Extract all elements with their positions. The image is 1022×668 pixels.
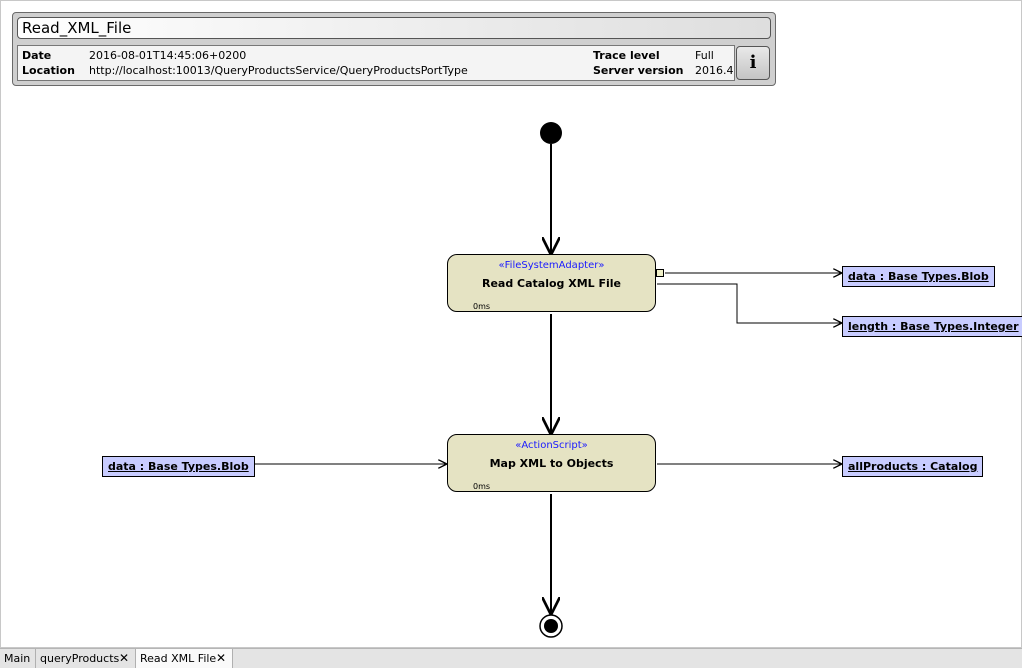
read-node-name: Read Catalog XML File	[481, 277, 622, 290]
editor-tab-bar: Main queryProducts ✕ Read XML File ✕	[0, 648, 1022, 668]
trace-info-box: Date 2016-08-01T14:45:06+0200 Location h…	[17, 45, 735, 81]
close-icon[interactable]: ✕	[118, 651, 129, 665]
tab-main[interactable]: Main	[0, 649, 36, 668]
location-label: Location	[22, 64, 75, 77]
object-node-read-data[interactable]: data : Base Types.Blob	[842, 266, 995, 287]
trace-level-label: Trace level	[593, 49, 660, 62]
object-node-read-length[interactable]: length : Base Types.Integer	[842, 316, 1022, 337]
diagram-edges	[239, 122, 1022, 638]
object-flow-read-length	[657, 283, 841, 323]
map-node-time: 0ms	[473, 482, 491, 491]
diagram-canvas[interactable]: Read_XML_File Date 2016-08-01T14:45:06+0…	[0, 0, 1022, 648]
location-value: http://localhost:10013/QueryProductsServ…	[89, 64, 468, 77]
read-node-time: 0ms	[473, 302, 491, 311]
tab-read-xml-file[interactable]: Read XML File ✕	[136, 649, 233, 668]
map-node-stereotype: «ActionScript»	[515, 440, 588, 451]
map-node-name: Map XML to Objects	[489, 457, 614, 470]
tab-query-products[interactable]: queryProducts ✕	[36, 649, 136, 668]
output-pin[interactable]	[656, 269, 664, 277]
initial-node[interactable]	[540, 122, 562, 144]
server-version-value: 2016.4	[695, 64, 734, 77]
diagram-title: Read_XML_File	[17, 17, 771, 39]
object-node-map-output[interactable]: allProducts : Catalog	[842, 456, 984, 477]
trace-header-panel: Read_XML_File Date 2016-08-01T14:45:06+0…	[12, 12, 776, 86]
info-button[interactable]: i	[736, 46, 770, 80]
trace-level-value: Full	[695, 49, 714, 62]
date-label: Date	[22, 49, 52, 62]
tab-main-label: Main	[4, 652, 31, 665]
final-node-core	[544, 619, 558, 633]
action-map-xml-to-objects[interactable]: «ActionScript» Map XML to Objects 0ms	[447, 434, 656, 492]
close-icon[interactable]: ✕	[215, 651, 226, 665]
date-value: 2016-08-01T14:45:06+0200	[89, 49, 247, 62]
tab-read-xml-file-label: Read XML File	[140, 652, 217, 665]
object-node-map-input[interactable]: data : Base Types.Blob	[102, 456, 255, 477]
action-read-catalog-xml-file[interactable]: «FileSystemAdapter» Read Catalog XML Fil…	[447, 254, 656, 312]
tab-query-products-label: queryProducts	[40, 652, 120, 665]
read-node-stereotype: «FileSystemAdapter»	[498, 260, 605, 271]
server-version-label: Server version	[593, 64, 684, 77]
